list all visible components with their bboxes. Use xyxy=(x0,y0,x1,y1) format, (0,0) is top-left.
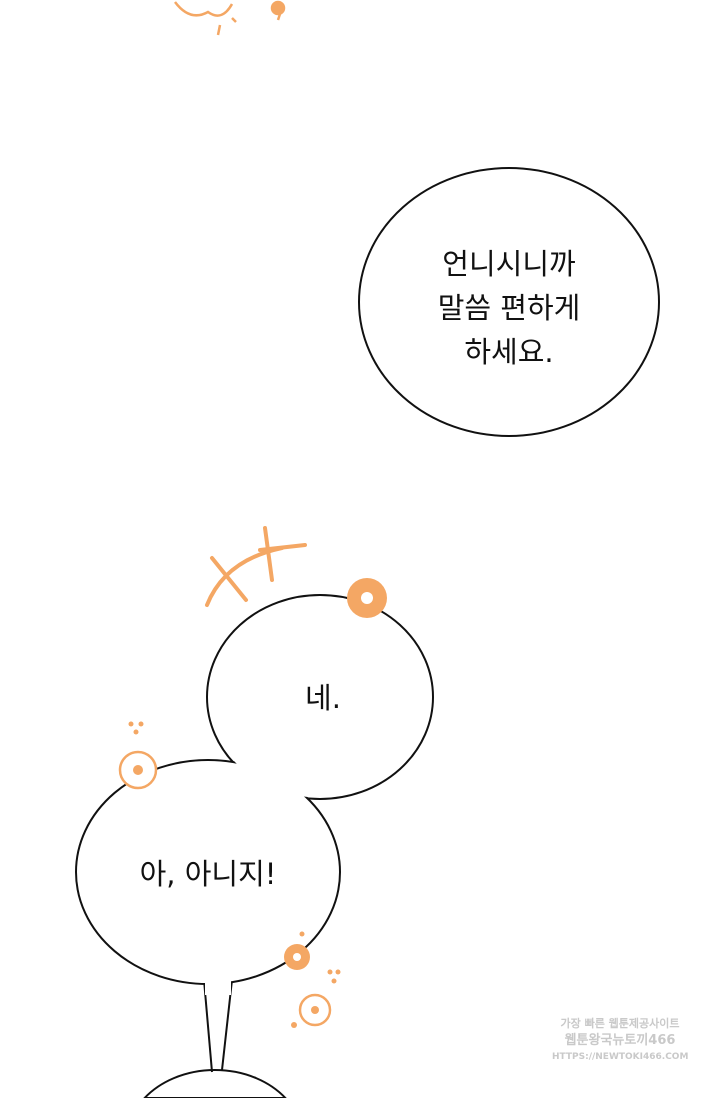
flower-decoration-top xyxy=(174,0,286,36)
merged-speech-bubbles xyxy=(75,594,434,995)
dialogue-line: 네. xyxy=(305,681,341,715)
dialogue-line: 아, 아니지! xyxy=(139,857,277,891)
bubble-1-text: 언니시니까 말씀 편하게 하세요. xyxy=(438,242,581,374)
flower-icon xyxy=(284,931,310,970)
flower-icon xyxy=(118,721,158,790)
bubble-2-text: 네. xyxy=(305,676,341,720)
watermark-line: 가장 빠른 웹툰제공사이트 xyxy=(560,1017,680,1030)
dialogue-line: 말씀 편하게 xyxy=(437,291,581,325)
dialogue-line: 하세요. xyxy=(464,335,554,369)
speech-bubble-4 xyxy=(143,1069,287,1098)
bubble-3-text: 아, 아니지! xyxy=(140,852,277,896)
flower-icon xyxy=(347,578,387,618)
watermark: 가장 빠른 웹툰제공사이트 웹툰왕국뉴토끼466 HTTPS://NEWTOKI… xyxy=(552,1015,688,1066)
watermark-line: 웹툰왕국뉴토끼466 xyxy=(564,1033,676,1048)
flower-icon xyxy=(291,969,341,1028)
sparkle-decoration xyxy=(205,526,307,607)
dialogue-line: 언니시니까 xyxy=(442,247,576,281)
speech-bubble-1 xyxy=(358,167,660,437)
watermark-line: HTTPS://NEWTOKI466.COM xyxy=(552,1052,689,1062)
